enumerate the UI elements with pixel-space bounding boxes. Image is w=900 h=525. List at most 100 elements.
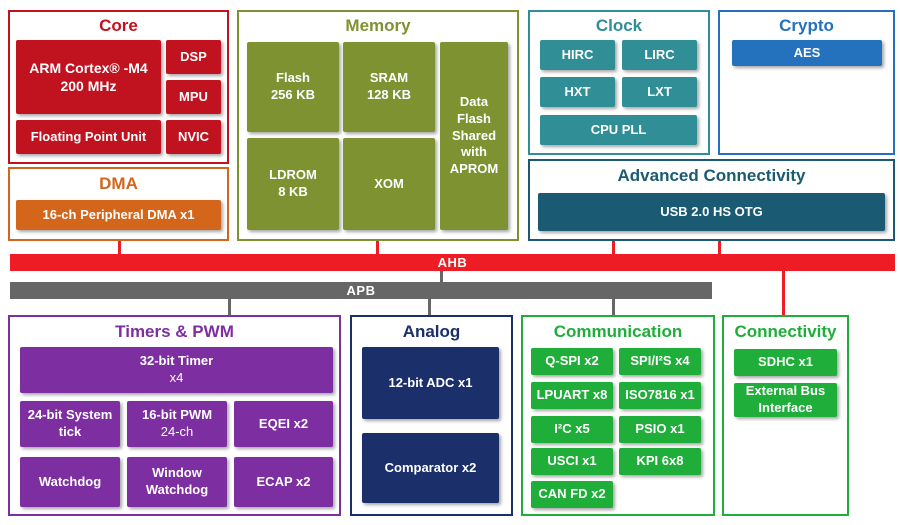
data-flash-line: Shared [451, 127, 497, 143]
analog-panel: Analog 12-bit ADC x1 Comparator x2 [350, 315, 513, 516]
kpi-label: KPI 6x8 [636, 453, 684, 469]
flash-block: Flash 256 KB [247, 42, 339, 132]
timers-pwm-panel: Timers & PWM 32-bit Timer x4 24-bit Syst… [8, 315, 341, 516]
adc-block: 12-bit ADC x1 [362, 347, 499, 419]
xom-block: XOM [343, 138, 435, 230]
usci-label: USCI x1 [547, 453, 597, 469]
comparator-block: Comparator x2 [362, 433, 499, 503]
usb-otg-block: USB 2.0 HS OTG [538, 193, 885, 231]
dma-label: 16-ch Peripheral DMA x1 [42, 206, 195, 222]
ldrom-label: LDROM [269, 167, 317, 183]
cpu-pll-label: CPU PLL [590, 121, 647, 137]
psio-label: PSIO x1 [635, 421, 685, 437]
apb-bus: APB [10, 282, 712, 299]
nvic-block: NVIC [166, 120, 221, 154]
mpu-block: MPU [166, 80, 221, 114]
lxt-block: LXT [622, 77, 697, 107]
sram-label: SRAM [369, 70, 409, 86]
flash-label: Flash [276, 70, 310, 86]
systick-label-2: tick [58, 424, 82, 439]
connectivity-panel: Connectivity SDHC x1 External Bus Interf… [722, 315, 849, 516]
data-flash-line: APROM [449, 161, 499, 177]
lpuart-block: LPUART x8 [531, 382, 613, 409]
ebi-label: External Bus [745, 383, 826, 399]
kpi-block: KPI 6x8 [619, 448, 701, 475]
psio-block: PSIO x1 [619, 416, 701, 443]
pwm-16bit-block: 16-bit PWM 24-ch [127, 401, 227, 447]
clock-panel: Clock HIRC LIRC HXT LXT CPU PLL [528, 10, 710, 155]
adc-label: 12-bit ADC x1 [388, 374, 473, 390]
data-flash-line: Data [459, 93, 489, 109]
pwm-label: 16-bit PWM [141, 407, 213, 423]
usb-otg-label: USB 2.0 HS OTG [660, 203, 763, 219]
eqei-label: EQEI x2 [258, 415, 309, 431]
flash-size: 256 KB [270, 87, 316, 102]
communication-title: Communication [553, 322, 683, 341]
data-flash-block: Data Flash Shared with APROM [440, 42, 508, 230]
fpu-label: Floating Point Unit [30, 128, 147, 144]
mpu-label: MPU [179, 88, 208, 104]
lxt-label: LXT [647, 83, 672, 99]
communication-apb-connector [612, 298, 615, 316]
connectivity-ahb-connector [782, 270, 785, 316]
peripheral-dma-block: 16-ch Peripheral DMA x1 [16, 200, 221, 230]
lirc-label: LIRC [644, 46, 675, 62]
fpu-block: Floating Point Unit [16, 120, 161, 154]
communication-panel: Communication Q-SPI x2 SPI/I²S x4 LPUART… [521, 315, 715, 516]
dsp-label: DSP [180, 48, 207, 64]
clock-ahb-connector [612, 240, 615, 256]
ahb-bus: AHB [10, 254, 895, 271]
analog-apb-connector [428, 298, 431, 316]
ahb-apb-bridge [440, 270, 443, 282]
can-fd-label: CAN FD x2 [538, 486, 606, 502]
external-bus-interface-block: External Bus Interface [734, 383, 837, 417]
cpu-pll-block: CPU PLL [540, 115, 697, 145]
hirc-block: HIRC [540, 40, 615, 70]
sram-size: 128 KB [366, 87, 412, 102]
cortex-frequency: 200 MHz [60, 78, 117, 94]
aes-label: AES [793, 44, 821, 60]
ldrom-size: 8 KB [278, 184, 308, 199]
ecap-block: ECAP x2 [234, 457, 333, 507]
dma-panel: DMA 16-ch Peripheral DMA x1 [8, 167, 229, 241]
dsp-block: DSP [166, 40, 221, 74]
advconn-ahb-connector [718, 240, 721, 256]
apb-label: APB [346, 283, 376, 298]
hxt-block: HXT [540, 77, 615, 107]
iso7816-label: ISO7816 x1 [625, 387, 695, 403]
sram-block: SRAM 128 KB [343, 42, 435, 132]
core-ahb-connector [118, 240, 121, 256]
advanced-connectivity-title: Advanced Connectivity [617, 166, 806, 185]
i2c-block: I²C x5 [531, 416, 613, 443]
connectivity-title: Connectivity [734, 322, 837, 341]
core-title: Core [99, 16, 138, 35]
timers-title: Timers & PWM [115, 322, 234, 341]
lpuart-label: LPUART x8 [536, 387, 608, 403]
crypto-panel: Crypto AES [718, 10, 895, 155]
comparator-label: Comparator x2 [384, 459, 477, 475]
dma-title: DMA [99, 174, 138, 193]
spi-i2s-block: SPI/I²S x4 [619, 348, 701, 375]
timers-apb-connector [228, 298, 231, 316]
systick-block: 24-bit System tick [20, 401, 120, 447]
qspi-block: Q-SPI x2 [531, 348, 613, 375]
can-fd-block: CAN FD x2 [531, 481, 613, 508]
qspi-label: Q-SPI x2 [545, 353, 599, 369]
sdhc-label: SDHC x1 [758, 354, 813, 370]
systick-label: 24-bit System [27, 407, 113, 423]
timer-32bit-label: 32-bit Timer [139, 353, 214, 369]
pwm-channels: 24-ch [160, 424, 194, 439]
advanced-connectivity-panel: Advanced Connectivity USB 2.0 HS OTG [528, 159, 895, 241]
window-watchdog-block: Window Watchdog [127, 457, 227, 507]
aes-block: AES [732, 40, 882, 66]
watchdog-label: Watchdog [38, 473, 102, 489]
arm-cortex-m4-block: ARM Cortex® -M4 200 MHz [16, 40, 161, 114]
cortex-label: ARM Cortex® -M4 [29, 59, 148, 76]
iso7816-block: ISO7816 x1 [619, 382, 701, 409]
crypto-title: Crypto [779, 16, 834, 35]
lirc-block: LIRC [622, 40, 697, 70]
window-watchdog-label-2: Watchdog [145, 482, 209, 497]
hxt-label: HXT [564, 83, 591, 99]
eqei-block: EQEI x2 [234, 401, 333, 447]
memory-panel: Memory Flash 256 KB SRAM 128 KB LDROM 8 … [237, 10, 519, 241]
